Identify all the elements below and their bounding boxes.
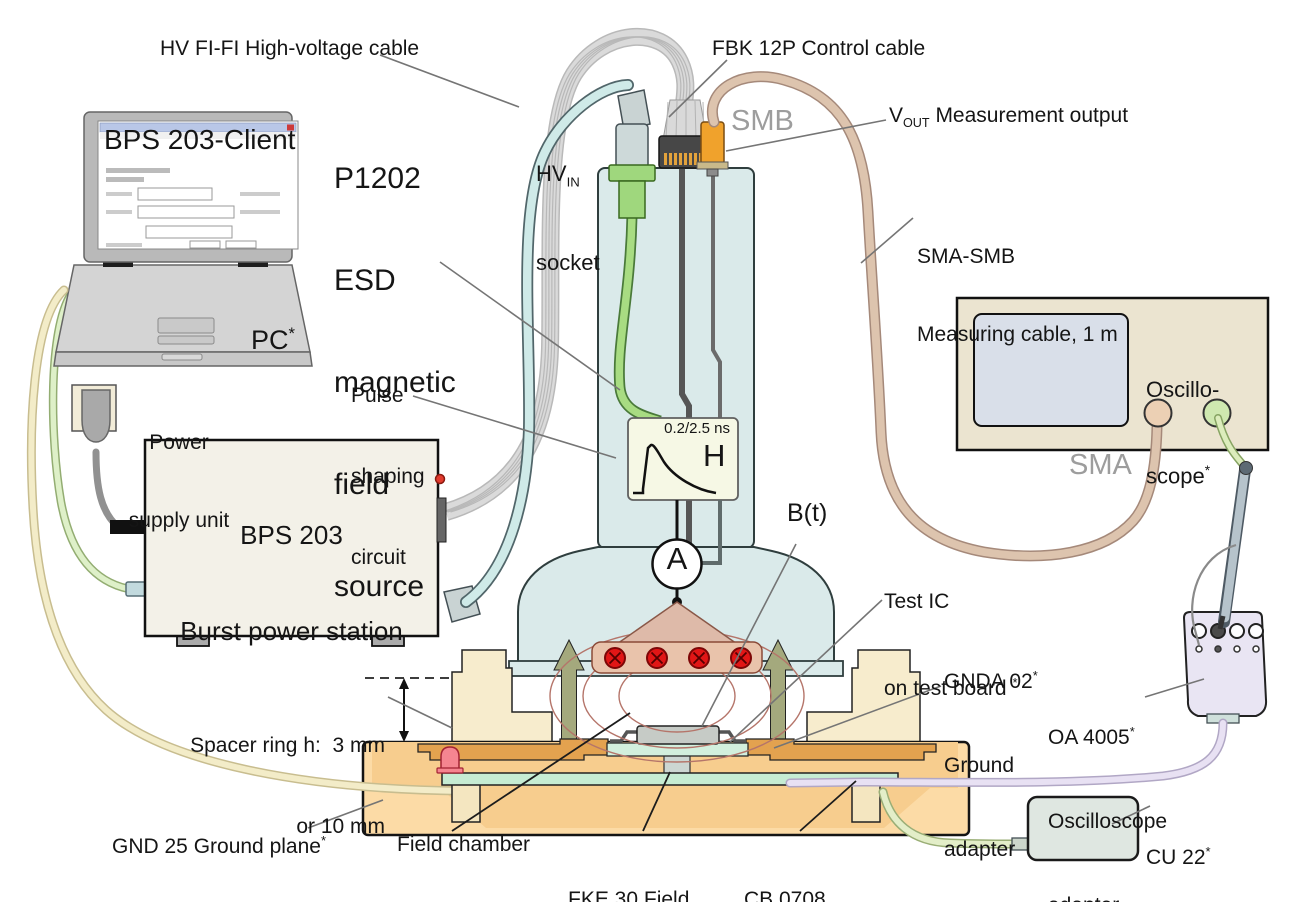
leader-oa4005 bbox=[1144, 678, 1205, 698]
power-supply-unit bbox=[71, 384, 146, 534]
leader-sma-smb bbox=[860, 217, 914, 264]
spacer-ring-label: Spacer ring h: 3 mm or 10 mm bbox=[190, 734, 385, 838]
smb-output-connector bbox=[700, 121, 725, 165]
ammeter-label: A bbox=[666, 541, 688, 576]
hv-cable-label: HV FI-FI High-voltage cable bbox=[160, 37, 420, 60]
test-ic-label: Test IC on test board * bbox=[884, 590, 1018, 700]
ic-lead-right bbox=[719, 730, 746, 743]
hv-cable-sleeve-top bbox=[617, 89, 651, 131]
leader-gnd25 bbox=[307, 799, 384, 829]
pulse-h-label: H bbox=[703, 438, 726, 473]
conductor-cross-sections bbox=[604, 647, 752, 669]
bt-label: B(t) bbox=[787, 499, 828, 527]
field-chamber-label: Field chamber bbox=[397, 833, 531, 856]
pc-to-bps-cable bbox=[48, 289, 147, 597]
field-conductor-bar bbox=[591, 641, 763, 674]
control-unit-box bbox=[1026, 795, 1140, 862]
oscilloscope-label: Oscillo- scope* bbox=[1146, 377, 1220, 489]
hv-in-socket-body bbox=[618, 180, 646, 219]
cb0708-label: CB 0708 Connection board* bbox=[744, 888, 826, 902]
smb-label: SMB bbox=[731, 105, 794, 137]
field-source-tower bbox=[508, 89, 844, 677]
ic-lead-left bbox=[610, 730, 637, 743]
base-foot-right bbox=[851, 779, 881, 823]
smb-connector-flange bbox=[696, 161, 729, 170]
bps-box-label: BPS 203 Burst power station bbox=[180, 520, 403, 646]
leader-fke30 bbox=[642, 771, 671, 832]
power-plug bbox=[81, 389, 111, 443]
adapter-ground-holes bbox=[1195, 645, 1260, 653]
led-indicator bbox=[440, 746, 460, 771]
client-window-menubar bbox=[100, 132, 296, 139]
leader-bt bbox=[701, 543, 797, 727]
leader-p1202 bbox=[439, 261, 621, 391]
bps-box bbox=[143, 438, 440, 638]
cu22-label: CU 22* Control unit bbox=[1146, 844, 1211, 869]
pulse-waveform bbox=[633, 443, 717, 495]
spacer-ring-left bbox=[451, 649, 553, 743]
laptop-touchpad bbox=[157, 317, 215, 334]
laptop bbox=[53, 111, 313, 367]
client-window-close-icon bbox=[287, 124, 294, 131]
laptop-touchpad-buttons bbox=[157, 335, 215, 345]
test-board bbox=[606, 742, 749, 757]
oscilloscope-screen bbox=[973, 313, 1129, 427]
spacer-ring-right bbox=[806, 649, 921, 743]
probe-and-adapters bbox=[785, 414, 1268, 862]
client-app-window bbox=[99, 122, 297, 249]
burst-power-station bbox=[143, 438, 481, 647]
leader-vout bbox=[725, 119, 887, 152]
laptop-latch bbox=[161, 353, 203, 361]
leader-field-chamber bbox=[451, 712, 631, 832]
fbk-cable-label: FBK 12P Control cable bbox=[712, 37, 926, 60]
hv-in-socket-label: HVIN socket bbox=[536, 161, 600, 276]
leader-spacer bbox=[387, 696, 453, 729]
leader-cu22 bbox=[1111, 805, 1151, 825]
sma-input-connector bbox=[1143, 398, 1173, 428]
leader-lines-black bbox=[451, 712, 857, 832]
pulse-shaping-box bbox=[627, 417, 739, 501]
hv-in-socket-barrel bbox=[615, 123, 649, 169]
power-cable bbox=[92, 448, 122, 531]
pulse-rise-time-label: 0.2/2.5 ns bbox=[664, 420, 730, 437]
leader-test-ic bbox=[729, 599, 883, 743]
insert-pedestal bbox=[663, 753, 691, 776]
fke30-label: FKE 30 Field chamber insert bbox=[568, 888, 690, 902]
leader-cb0708 bbox=[799, 780, 857, 832]
probe-ground-lead bbox=[1191, 543, 1237, 646]
probe-tip bbox=[1217, 615, 1226, 630]
leader-hv-cable bbox=[379, 54, 520, 108]
bps-indicator-led bbox=[434, 473, 446, 485]
sma-label: SMA bbox=[1069, 449, 1132, 481]
leader-gnda bbox=[773, 685, 942, 749]
leader-fbk-cable bbox=[668, 59, 728, 118]
vout-label: VOUT Measurement output bbox=[889, 104, 1129, 131]
smb-connector-stub bbox=[706, 168, 719, 177]
bps-usb-plug bbox=[125, 581, 147, 597]
height-dimension-arrow bbox=[399, 678, 409, 742]
sma-smb-cable-label: SMA-SMB Measuring cable, 1 m bbox=[917, 245, 1118, 346]
pulse-shaping-label: Pulse shaping circuit bbox=[351, 384, 425, 569]
bps-client-label: BPS 203-Client bbox=[104, 124, 296, 155]
gnd25-label: GND 25 Ground plane* bbox=[112, 833, 327, 858]
leader-lines bbox=[307, 54, 1205, 829]
spacer-ring-assembly bbox=[365, 638, 921, 745]
oa4005-label: OA 4005* Oscilloscope adapter bbox=[1048, 724, 1168, 902]
high-voltage-cable bbox=[460, 79, 634, 608]
hv-in-socket-clamp bbox=[608, 164, 656, 182]
probe-top-cap bbox=[1239, 461, 1253, 475]
gnda-label: GNDA 02* Ground adapter bbox=[944, 668, 1038, 861]
power-supply-label: Power supply unit bbox=[128, 431, 230, 532]
power-connector bbox=[110, 520, 146, 534]
pc-label: PC* bbox=[251, 324, 296, 355]
leader-pulse-circuit bbox=[412, 395, 617, 459]
p1202-title: P1202 ESD magnetic field source bbox=[334, 162, 456, 603]
test-ic-chip bbox=[636, 725, 720, 745]
bps-ribbon-connector bbox=[436, 497, 447, 543]
oscilloscope-adapter-box bbox=[1182, 611, 1268, 717]
